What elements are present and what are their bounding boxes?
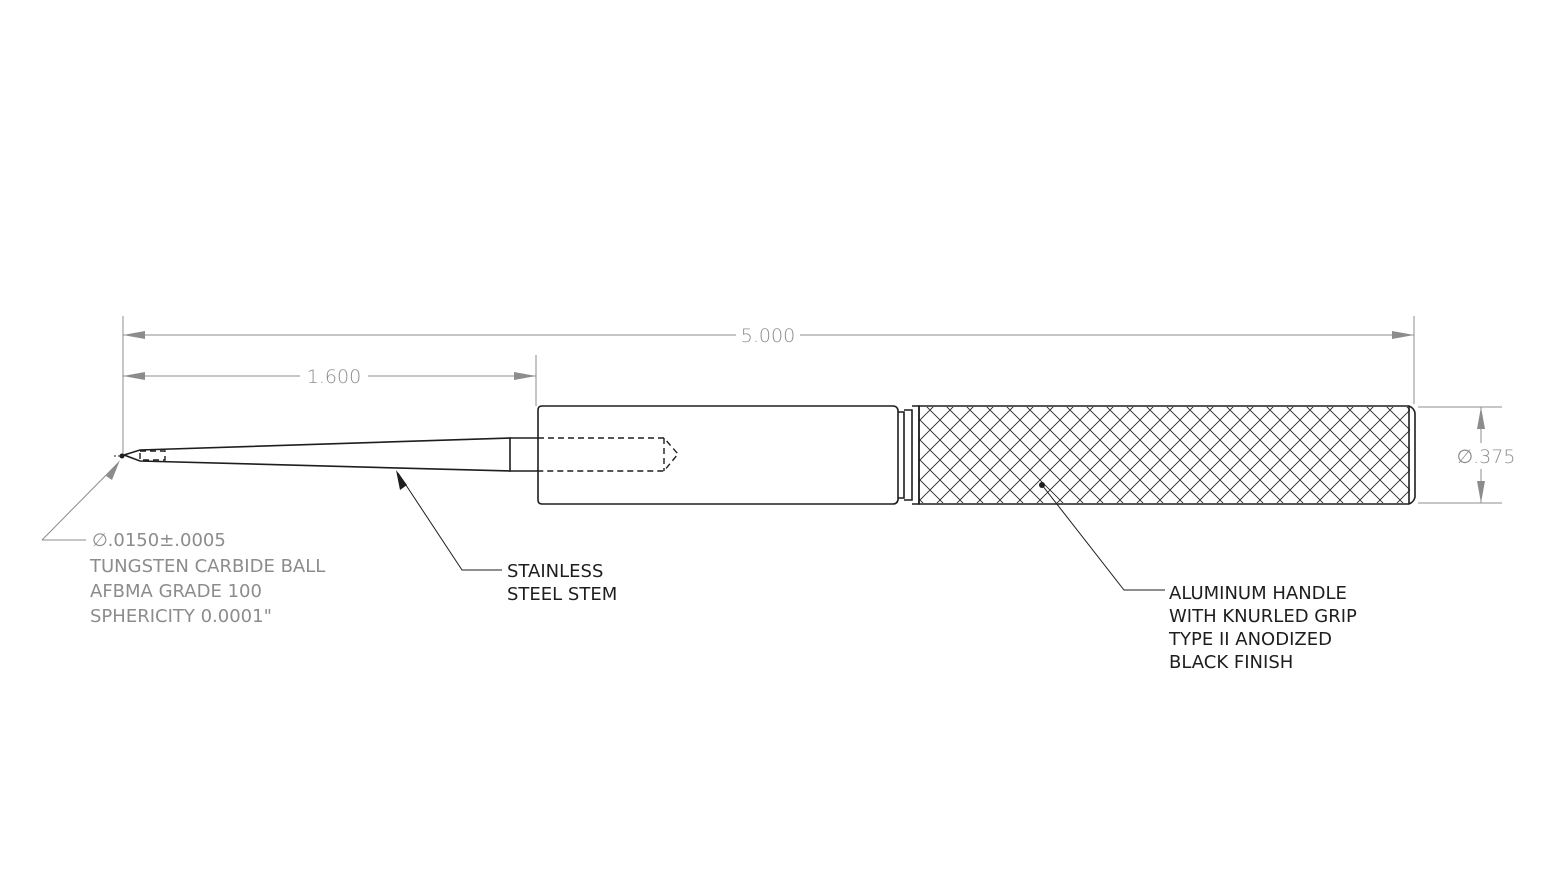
overall-length-label: 5.000 [741, 325, 795, 347]
handle-note-line-3: TYPE II ANODIZED [1168, 629, 1332, 650]
probe-part [114, 405, 1416, 505]
handle-note-line-4: BLACK FINISH [1169, 652, 1293, 673]
stem-note-line-1: STAINLESS [507, 561, 603, 582]
hidden-bore [538, 437, 679, 472]
handle-front-body [537, 405, 899, 505]
ball-note-line-2: TUNGSTEN CARBIDE BALL [89, 556, 325, 577]
ball-note-line-4: SPHERICITY 0.0001" [90, 606, 272, 627]
knurled-grip-outline [918, 405, 1416, 505]
overall-length-dimension: 5.000 [123, 325, 1414, 347]
ball-note-line-1: ∅.0150±.0005 [92, 530, 226, 551]
stem-length-dimension: 1.600 [123, 366, 536, 388]
ball-note: ∅.0150±.0005 TUNGSTEN CARBIDE BALL AFBMA… [41, 460, 325, 627]
extension-lines [122, 316, 1502, 504]
diameter-dimension: ∅.375 [1457, 407, 1516, 503]
stem-length-label: 1.600 [307, 366, 361, 388]
knurled-grip [919, 407, 1410, 503]
stem-shoulder [510, 437, 538, 472]
handle-note-line-2: WITH KNURLED GRIP [1169, 606, 1357, 627]
handle-note-line-1: ALUMINUM HANDLE [1169, 583, 1347, 604]
ball-seat-hidden [139, 450, 166, 461]
stainless-stem [121, 437, 511, 472]
handle-groove [898, 405, 920, 505]
handle-note: ALUMINUM HANDLE WITH KNURLED GRIP TYPE I… [1039, 482, 1357, 673]
ball-note-line-3: AFBMA GRADE 100 [90, 581, 262, 602]
stem-note: STAINLESS STEEL STEM [396, 470, 617, 605]
diameter-label: ∅.375 [1457, 446, 1516, 468]
stem-note-line-2: STEEL STEM [507, 584, 617, 605]
